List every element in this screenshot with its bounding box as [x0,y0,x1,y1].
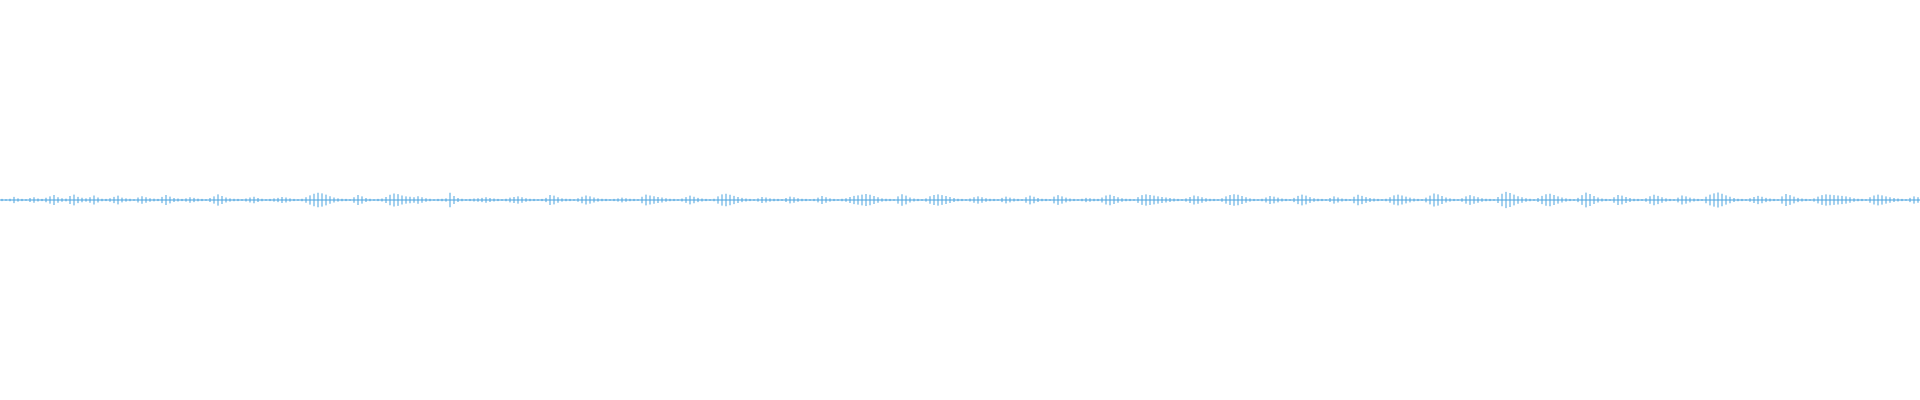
waveform-bars [1,191,1919,209]
